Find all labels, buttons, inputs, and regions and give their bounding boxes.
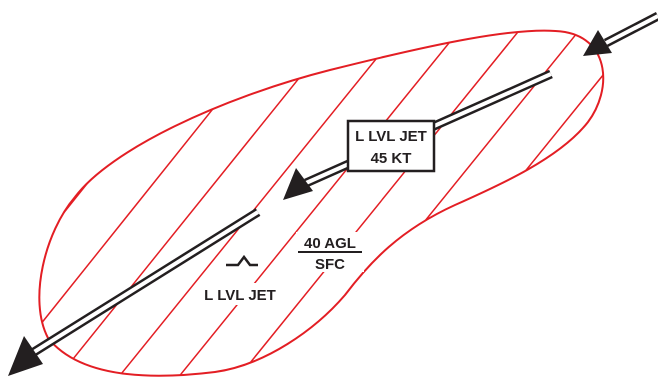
jet-label: L LVL JET <box>196 283 284 305</box>
low-level-jet-symbol-icon <box>224 252 260 270</box>
jet-area-outline <box>38 29 605 377</box>
jet-speed-box: L LVL JET 45 KT <box>346 119 436 173</box>
jet-arrow-exiting <box>8 208 261 376</box>
altitude-bottom: SFC <box>315 256 345 273</box>
altitude-top: 40 AGL <box>304 235 356 252</box>
jet-label-text: L LVL JET <box>204 287 276 304</box>
jet-box-line2: 45 KT <box>371 150 412 167</box>
altitude-fraction: 40 AGL SFC <box>296 232 364 273</box>
jet-box-line1: L LVL JET <box>355 128 427 145</box>
jet-arrow-entering <box>583 12 658 56</box>
